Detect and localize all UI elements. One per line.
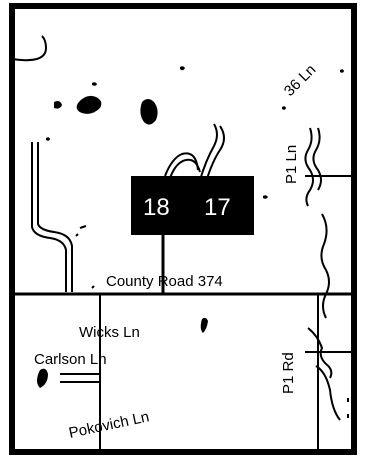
road-upper-left xyxy=(11,35,48,62)
label-p1-ln: P1 Ln xyxy=(283,145,300,184)
carlson-road xyxy=(60,373,101,383)
section-17: 17 xyxy=(204,194,231,221)
label-wicks: Wicks Ln xyxy=(79,324,140,341)
dash-marks xyxy=(91,285,349,418)
stream-center xyxy=(164,123,225,183)
stream-right xyxy=(304,127,341,421)
section-18: 18 xyxy=(143,194,170,221)
map-border xyxy=(9,3,357,455)
road-left-vertical xyxy=(31,142,73,292)
road-left-dot xyxy=(75,233,79,237)
label-p1-rd: P1 Rd xyxy=(280,352,297,394)
section-box xyxy=(131,176,254,235)
label-carlson: Carlson Ln xyxy=(34,351,107,368)
label-county-road: County Road 374 xyxy=(106,273,223,290)
label-36-ln: 36 Ln xyxy=(281,61,320,100)
label-pokovich: Pokovich Ln xyxy=(67,408,150,442)
water-features xyxy=(37,66,344,388)
road-left-stub xyxy=(79,225,87,229)
